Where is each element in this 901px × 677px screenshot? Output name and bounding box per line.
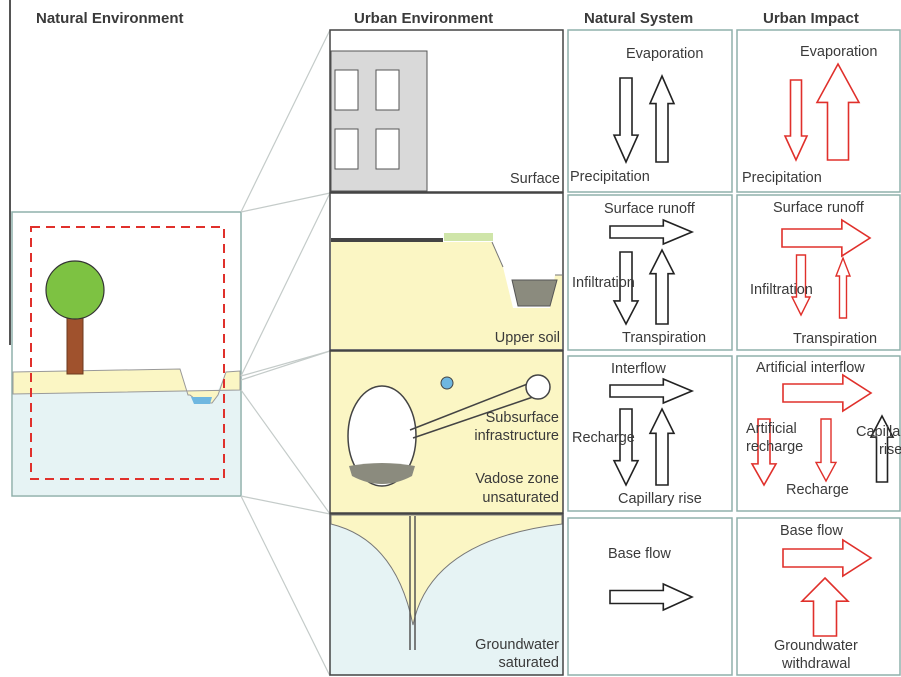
- ui-transpiration-arrow: [834, 256, 852, 319]
- ui-evaporation: Evaporation: [800, 44, 878, 60]
- dashed-focus-box: [30, 226, 225, 480]
- ns-precipitation-arrow: [612, 77, 640, 164]
- label-groundwater-line1: Groundwater: [475, 637, 559, 653]
- ui-precipitation-arrow: [783, 79, 809, 162]
- urban-groundwater-panel: [329, 513, 564, 676]
- ns-interflow: Interflow: [611, 361, 666, 377]
- ui-infiltration: Infiltration: [750, 282, 813, 298]
- underground-tank: [347, 385, 417, 487]
- label-vadose-line2: unsaturated: [482, 490, 559, 506]
- ui-evaporation-arrow: [815, 62, 861, 161]
- ns-base-flow: Base flow: [608, 546, 671, 562]
- ui-base-flow-arrow: [782, 538, 873, 578]
- manhole-circle: [525, 374, 551, 400]
- ui-artificial-recharge-line2: recharge: [746, 439, 804, 455]
- ns-evaporation: Evaporation: [626, 46, 704, 62]
- ui-capillary-line1: Capillary: [856, 424, 901, 440]
- ns-evaporation-arrow: [648, 73, 676, 163]
- ui-groundwater-withdrawal-arrow: [800, 576, 850, 637]
- ns-infiltration-arrow: [612, 251, 640, 326]
- label-subsurface-line2: infrastructure: [474, 428, 559, 444]
- water-droplet: [440, 376, 454, 390]
- ns-recharge: Recharge: [572, 430, 635, 446]
- ns-surface-runoff-arrow: [609, 218, 695, 246]
- ns-surface-runoff: Surface runoff: [604, 201, 695, 217]
- stream-water: [191, 397, 212, 404]
- urban-upper-soil-panel: [329, 192, 564, 351]
- ns-capillary-rise-arrow: [648, 407, 676, 486]
- urban-impact-arrows: [750, 62, 895, 637]
- tree-crown: [45, 260, 105, 320]
- urban-vadose-panel: [329, 350, 564, 514]
- ns-capillary-rise: Capillary rise: [618, 491, 702, 507]
- ui-artificial-interflow-arrow: [782, 373, 873, 413]
- natural-environment-panel: [11, 211, 242, 497]
- ui-capillary-rise-arrow: [869, 414, 895, 483]
- ns-recharge-arrow: [612, 408, 640, 487]
- ns-precipitation: Precipitation: [570, 169, 650, 185]
- ui-recharge: Recharge: [786, 482, 849, 498]
- natural-system-arrows: [609, 73, 695, 612]
- ui-surface-runoff: Surface runoff: [773, 200, 864, 216]
- ui-artificial-interflow: Artificial interflow: [756, 360, 865, 376]
- pipe-lower: [412, 396, 534, 439]
- urban-impact-column: [736, 29, 901, 676]
- urban-surface-panel: [329, 29, 564, 193]
- label-upper-soil: Upper soil: [494, 330, 560, 346]
- drainage-ditch: [511, 279, 558, 307]
- ns-transpiration-arrow: [648, 248, 676, 325]
- ui-base-flow: Base flow: [780, 523, 843, 539]
- ns-transpiration: Transpiration: [622, 330, 707, 346]
- natural-system-column: [567, 29, 733, 676]
- label-vadose-line1: Vadose zone: [475, 471, 559, 487]
- label-subsurface-line1: Subsurface: [485, 410, 559, 426]
- pavement: [331, 238, 443, 242]
- ui-artificial-recharge-line1: Artificial: [746, 421, 797, 437]
- header-natural-environment: Natural Environment: [36, 10, 184, 27]
- ui-precipitation: Precipitation: [742, 170, 822, 186]
- ui-surface-runoff-arrow: [781, 218, 872, 258]
- pipe-upper: [409, 382, 531, 431]
- ui-transpiration: Transpiration: [793, 331, 878, 347]
- ns-interflow-arrow: [609, 377, 695, 405]
- ns-infiltration: Infiltration: [572, 275, 635, 291]
- header-urban-impact: Urban Impact: [763, 10, 859, 27]
- header-urban-environment: Urban Environment: [354, 10, 494, 27]
- grass-strip: [444, 233, 493, 241]
- header-natural-system: Natural System: [584, 10, 694, 27]
- connector-lines: [240, 29, 331, 677]
- ui-groundwater-line2: withdrawal: [782, 656, 851, 672]
- label-groundwater-line2: saturated: [498, 655, 559, 671]
- ui-capillary-line2: rise: [879, 442, 901, 458]
- ui-groundwater-line1: Groundwater: [774, 638, 858, 654]
- ns-base-flow-arrow: [609, 582, 694, 612]
- ui-infiltration-arrow: [790, 254, 812, 317]
- label-surface: Surface: [510, 171, 560, 187]
- ui-artificial-recharge-arrow: [750, 418, 778, 487]
- ui-recharge-arrow: [814, 418, 838, 483]
